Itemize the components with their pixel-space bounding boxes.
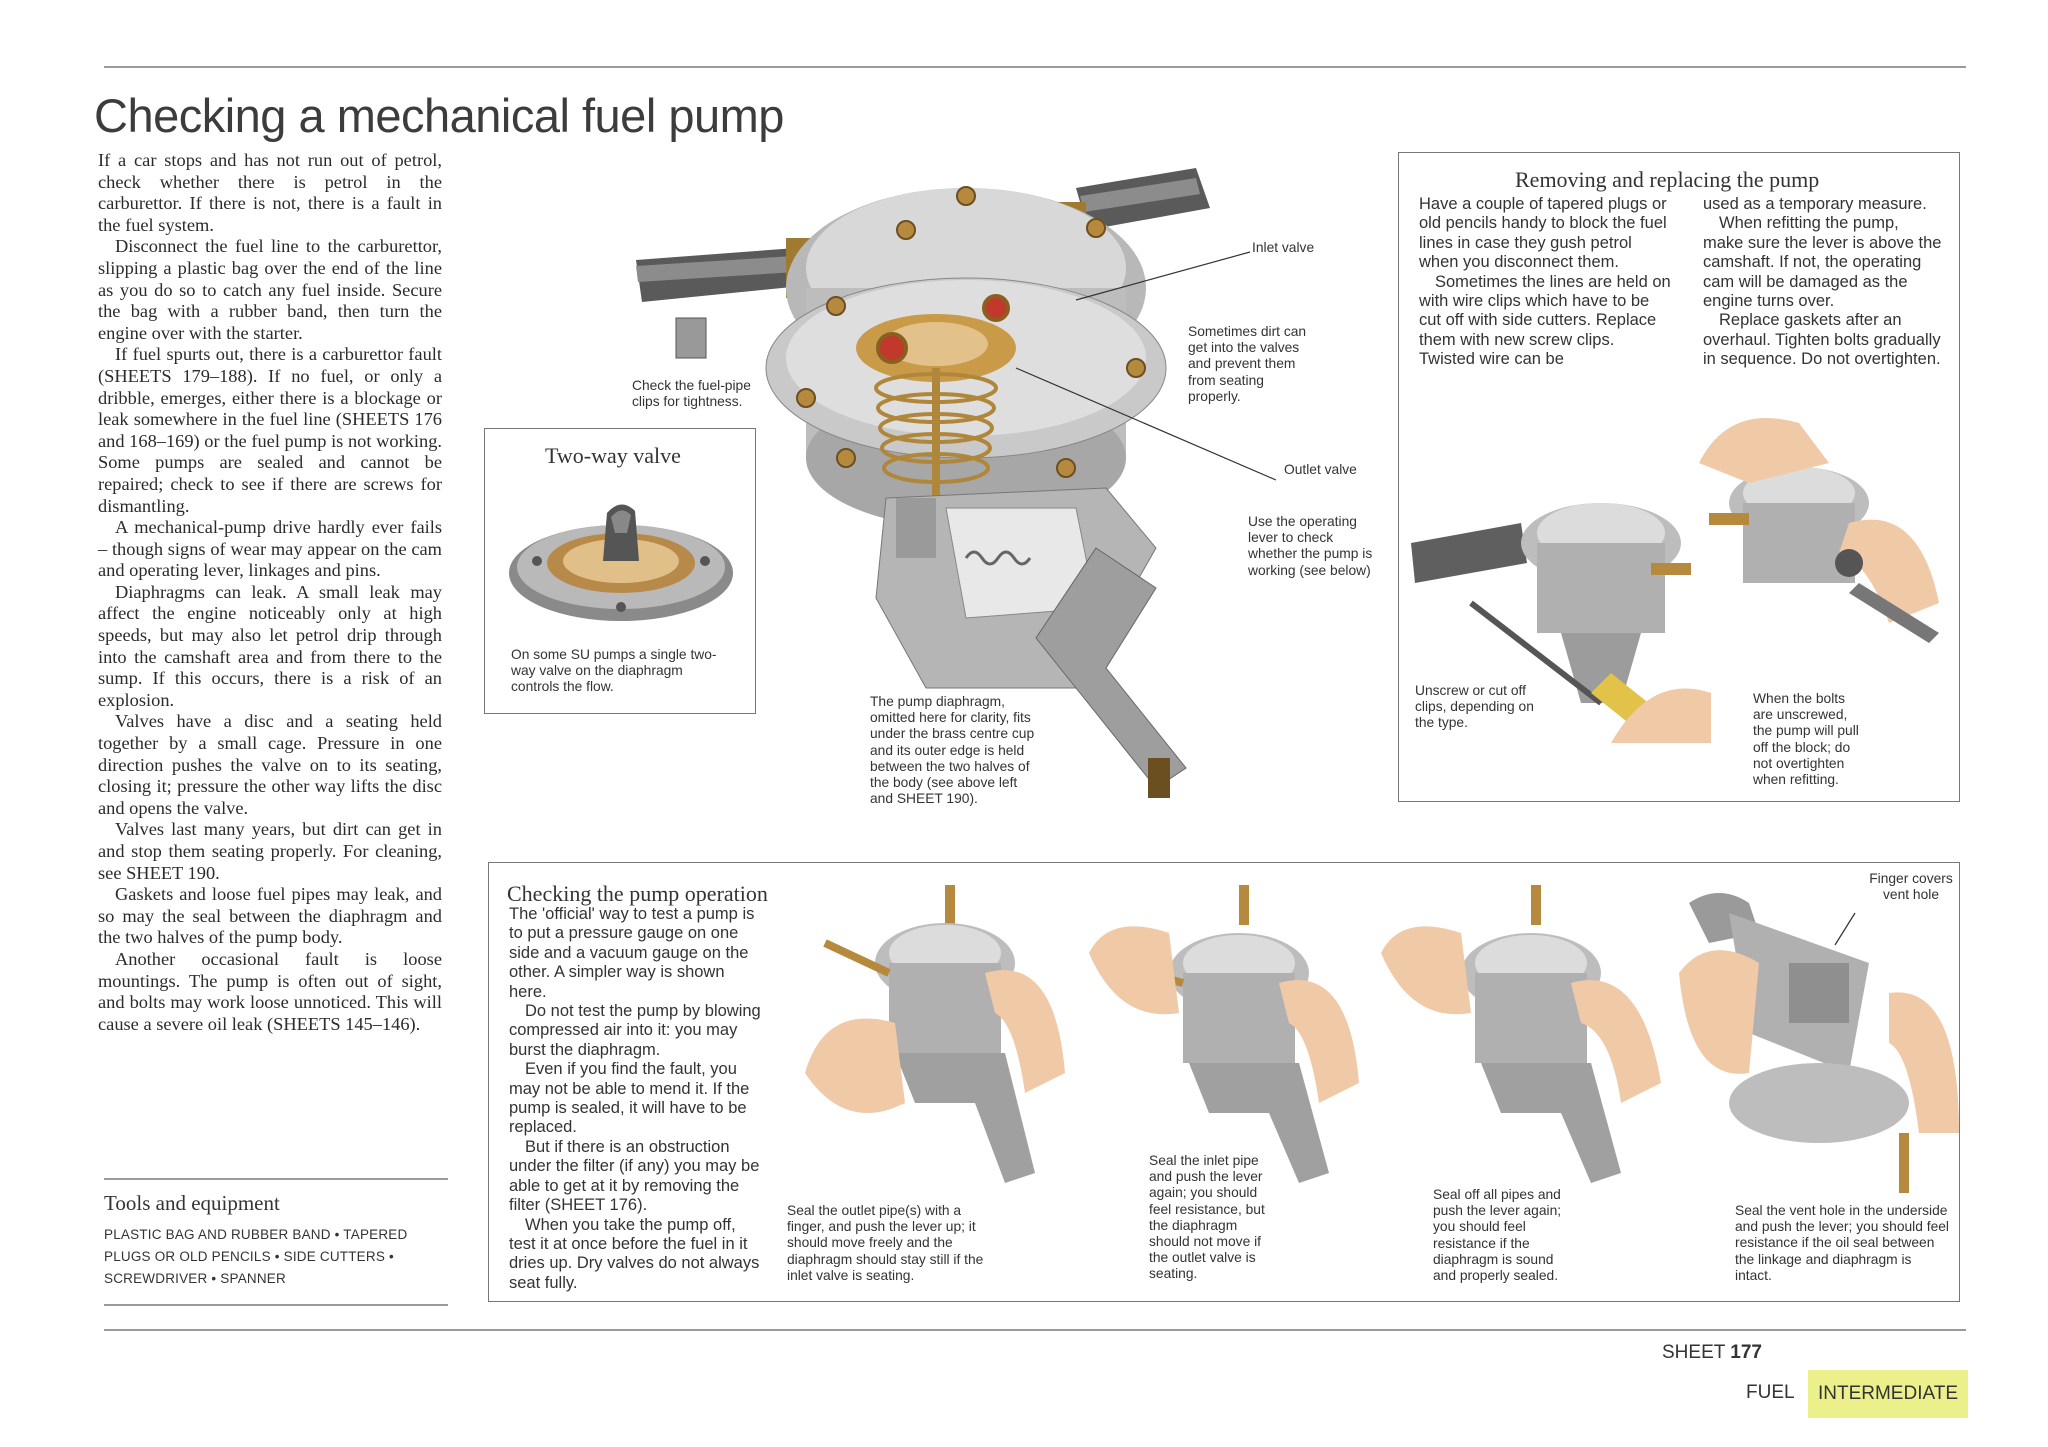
checking-paragraph: Do not test the pump by blowing compress… — [509, 1002, 761, 1059]
inlet-valve-label: Inlet valve — [1252, 240, 1315, 255]
body-paragraph: If a car stops and has not run out of pe… — [98, 150, 442, 235]
tools-heading: Tools and equipment — [104, 1191, 280, 1215]
body-paragraph: Diaphragms can leak. A small leak may af… — [98, 581, 442, 710]
test-step-1-illustration — [805, 885, 1065, 1183]
removing-replacing-box: Removing and replacing the pump Have a c… — [1398, 152, 1960, 802]
checking-heading: Checking the pump operation — [507, 881, 768, 906]
removing-paragraph: used as a temporary measure. — [1703, 195, 1927, 213]
body-paragraph: A mechanical-pump drive hardly ever fail… — [98, 517, 442, 581]
checking-operation-box: Checking the pump operation The 'officia… — [488, 862, 1960, 1302]
removing-column-2: used as a temporary measure. When refitt… — [1703, 195, 1943, 370]
outlet-valve-label: Outlet valve — [1284, 462, 1357, 477]
body-paragraph: Disconnect the fuel line to the carburet… — [98, 236, 442, 343]
checking-paragraph: When you take the pump off, test it at o… — [509, 1215, 760, 1292]
test-step-4-caption: Seal the vent hole in the underside and … — [1735, 1203, 1949, 1283]
intro-text: If a car stops and has not run out of pe… — [98, 150, 442, 1035]
tools-rule-top — [104, 1178, 448, 1180]
test-step-3-caption: Seal off all pipes and push the lever ag… — [1433, 1187, 1562, 1284]
removing-paragraph: Have a couple of tapered plugs or old pe… — [1419, 195, 1667, 272]
sheet-number: SHEET 177 — [1662, 1342, 1762, 1364]
body-paragraph: Another occasional fault is loose mounti… — [98, 948, 442, 1034]
dirt-note-label: Sometimes dirt can get into the valves a… — [1188, 324, 1307, 404]
body-paragraph: Gaskets and loose fuel pipes may leak, a… — [98, 884, 442, 948]
test-step-4-illustration — [1679, 893, 1959, 1193]
sheet-label: SHEET — [1662, 1342, 1726, 1363]
bottom-rule — [104, 1329, 1966, 1331]
difficulty-badge: INTERMEDIATE — [1808, 1370, 1968, 1418]
test-step-2-caption: Seal the inlet pipe and push the lever a… — [1149, 1153, 1265, 1282]
test-step-1-caption: Seal the outlet pipe(s) with a finger, a… — [787, 1203, 984, 1283]
lever-note-label: Use the operating lever to check whether… — [1248, 514, 1373, 578]
clips-caption: Unscrew or cut off clips, depending on t… — [1415, 683, 1534, 731]
fuel-pump-cutaway-illustration — [636, 168, 1276, 798]
removing-column-1: Have a couple of tapered plugs or old pe… — [1419, 195, 1673, 370]
test-step-3-illustration — [1381, 885, 1661, 1183]
body-paragraph: If fuel spurts out, there is a carburett… — [98, 344, 442, 516]
checking-paragraph: The 'official' way to test a pump is to … — [509, 905, 755, 1001]
top-rule — [104, 66, 1966, 68]
removing-clips-illustration — [1411, 503, 1711, 743]
two-way-valve-illustration — [509, 504, 733, 621]
body-paragraph: Valves have a disc and a seating held to… — [98, 711, 442, 818]
body-paragraph: Valves last many years, but dirt can get… — [98, 819, 442, 883]
removing-paragraph: Replace gaskets after an overhaul. Tight… — [1703, 311, 1941, 369]
removing-bolts-illustration — [1699, 418, 1939, 643]
diaphragm-note-label: The pump diaphragm, omitted here for cla… — [870, 694, 1035, 807]
checking-paragraph: Even if you find the fault, you may not … — [509, 1060, 750, 1137]
test-step-2-illustration — [1089, 885, 1359, 1183]
fuel-pipe-clips-label: Check the fuel-pipe clips for tightness. — [632, 378, 751, 410]
checking-paragraph: But if there is an obstruction under the… — [509, 1137, 760, 1215]
bolts-caption: When the bolts are unscrewed, the pump w… — [1753, 691, 1859, 788]
finger-note-label: Finger covers vent hole — [1869, 871, 1953, 903]
removing-paragraph: Sometimes the lines are held on with wir… — [1419, 272, 1671, 369]
removing-heading: Removing and replacing the pump — [1515, 167, 1820, 192]
two-way-valve-heading: Two-way valve — [545, 443, 681, 468]
page-title: Checking a mechanical fuel pump — [94, 89, 784, 142]
tools-rule-bottom — [104, 1304, 448, 1306]
checking-text: The 'official' way to test a pump is to … — [509, 905, 761, 1293]
two-way-valve-caption: On some SU pumps a single two-way valve … — [511, 647, 717, 695]
tools-list: PLASTIC BAG AND RUBBER BAND • TAPERED PL… — [104, 1227, 408, 1286]
section-label: FUEL — [1746, 1382, 1795, 1403]
sheet-number-value: 177 — [1730, 1342, 1762, 1363]
removing-paragraph: When refitting the pump, make sure the l… — [1703, 214, 1942, 311]
two-way-valve-box: Two-way valve On some SU pumps a single … — [484, 428, 756, 714]
